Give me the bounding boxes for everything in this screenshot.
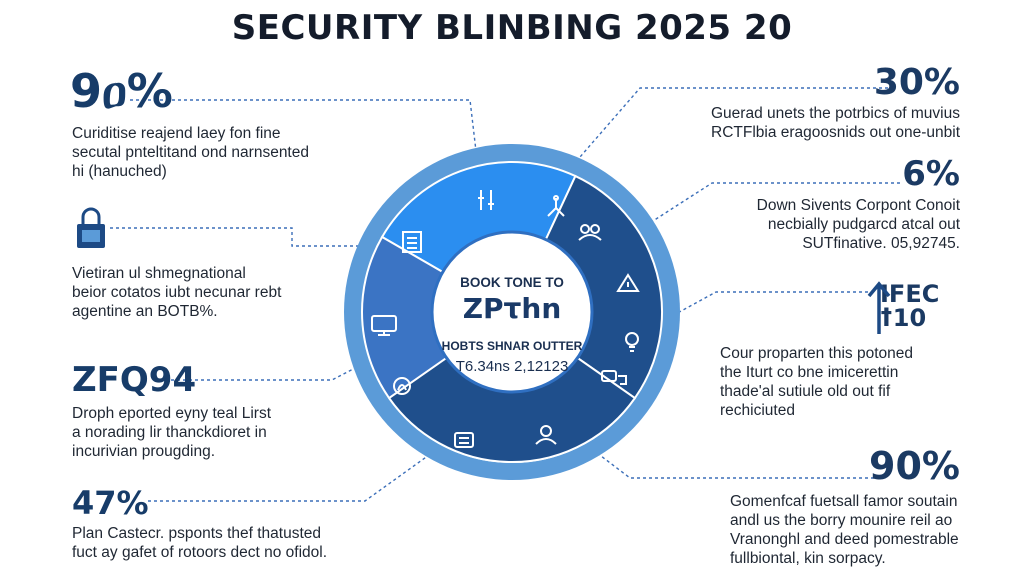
text-left-3-line-2: a norading lir thanckdioret in: [72, 424, 267, 441]
text-left-4: Plan Castecr. psponts thef thatusted fuc…: [72, 524, 392, 562]
connector-left-2: [110, 227, 420, 247]
id-card-icon: [454, 432, 474, 448]
text-left-4-line-1: Plan Castecr. psponts thef thatusted: [72, 525, 322, 542]
text-right-1-line-1: Guerad unets the potrbics of muvius: [711, 105, 960, 122]
connector-right-2: [627, 182, 900, 238]
text-right-2-line-2: necbially pudgarcd atcal out: [767, 216, 960, 233]
stat-bottom-right: 90%: [869, 444, 960, 488]
text-bottom-right: Gomenfcaf fuetsall famor soutain andl us…: [730, 492, 970, 568]
page-title: SECURITY BLINBING 2025 20: [231, 8, 793, 48]
text-right-3: Cour proparten this potoned the Iturt co…: [720, 344, 960, 420]
text-left-4-line-2: fuct ay gafet of rotoors dect no ofidol.: [72, 544, 328, 561]
stat-left-4: 47%: [72, 484, 149, 522]
text-right-3-line-3: thade'al sutiule old out fif: [720, 383, 891, 400]
text-bottom-right-line-4: fullbiontal, kin sorpacy.: [730, 550, 886, 567]
text-left-1-line-2: secutal pnteltitand ond narnsented: [72, 144, 309, 161]
connector-right-1: [559, 87, 888, 181]
center-big-label: ZPτhn: [462, 292, 562, 325]
text-left-2: Vietiran ul shmegnational beior cotatos …: [72, 264, 352, 321]
up-arrow-icon: [867, 281, 891, 334]
center-label-1: BOOK TONE TO: [460, 275, 564, 290]
checklist-icon: [402, 231, 422, 253]
users-icon: [578, 224, 602, 241]
text-right-2: Down Sivents Corpont Conoit necbially pu…: [700, 196, 960, 253]
stat-right-1: 30%: [873, 62, 960, 103]
chat-icon: [601, 370, 627, 385]
text-right-2-line-1: Down Sivents Corpont Conoit: [756, 197, 960, 214]
center-label-4: T6.34ns 2,12123: [455, 358, 569, 375]
lock-icon: [77, 207, 105, 248]
text-right-3-line-2: the Iturt co bne imicerettin: [720, 364, 899, 381]
warning-icon: [616, 273, 640, 292]
text-left-3: Droph eported eyny teal Lirst a norading…: [72, 404, 372, 461]
stat-left-3: ZFQ94: [72, 360, 197, 400]
text-left-1: Curiditise reajend laey fon fine secutal…: [72, 124, 352, 181]
stat-right-2: 6%: [902, 154, 960, 194]
text-right-3-line-1: Cour proparten this potoned: [720, 345, 914, 362]
text-left-3-line-1: Droph eported eyny teal Lirst: [72, 405, 272, 422]
center-label-3: HOBTS SHNAR OUTTER: [441, 339, 583, 353]
monitor-icon: [371, 315, 397, 336]
text-right-1-line-2: RCTFlbia eragoosnids out one-unbit: [711, 124, 960, 141]
connector-left-4: [148, 439, 451, 502]
sliders-icon: [478, 190, 494, 210]
text-right-1: Guerad unets the potrbics of muvius RCTF…: [640, 104, 960, 142]
stat-right-3: IFEC ꝉ10: [880, 280, 940, 332]
text-right-2-line-3: SUTfinative. 05,92745.: [802, 235, 960, 252]
text-left-1-line-1: Curiditise reajend laey fon fine: [72, 125, 281, 142]
text-right-3-line-4: rechiciuted: [720, 402, 795, 419]
connector-right-3: [649, 291, 868, 329]
person-icon: [535, 425, 557, 445]
fingerprint-icon: [393, 377, 411, 395]
network-icon: [547, 195, 565, 217]
text-bottom-right-line-2: andl us the borry mounire reil ao: [730, 512, 953, 529]
connector-left-3: [165, 354, 381, 381]
text-left-3-line-3: incurivian prougding.: [72, 443, 216, 460]
text-left-2-line-1: Vietiran ul shmegnational: [72, 265, 246, 282]
text-left-2-line-2: beior cotatos iubt necunar rebt: [72, 284, 282, 301]
text-bottom-right-line-1: Gomenfcaf fuetsall famor soutain: [730, 493, 958, 510]
center-hole: [432, 232, 592, 392]
text-bottom-right-line-3: Vranonghl and deed pomestrable: [730, 531, 959, 548]
bulb-icon: [625, 332, 639, 352]
text-left-1-line-3: hi (hanuched): [72, 163, 167, 180]
stat-left-1: 9ዐ%: [70, 64, 173, 118]
text-left-2-line-3: agentine an BOTB%.: [72, 303, 218, 320]
